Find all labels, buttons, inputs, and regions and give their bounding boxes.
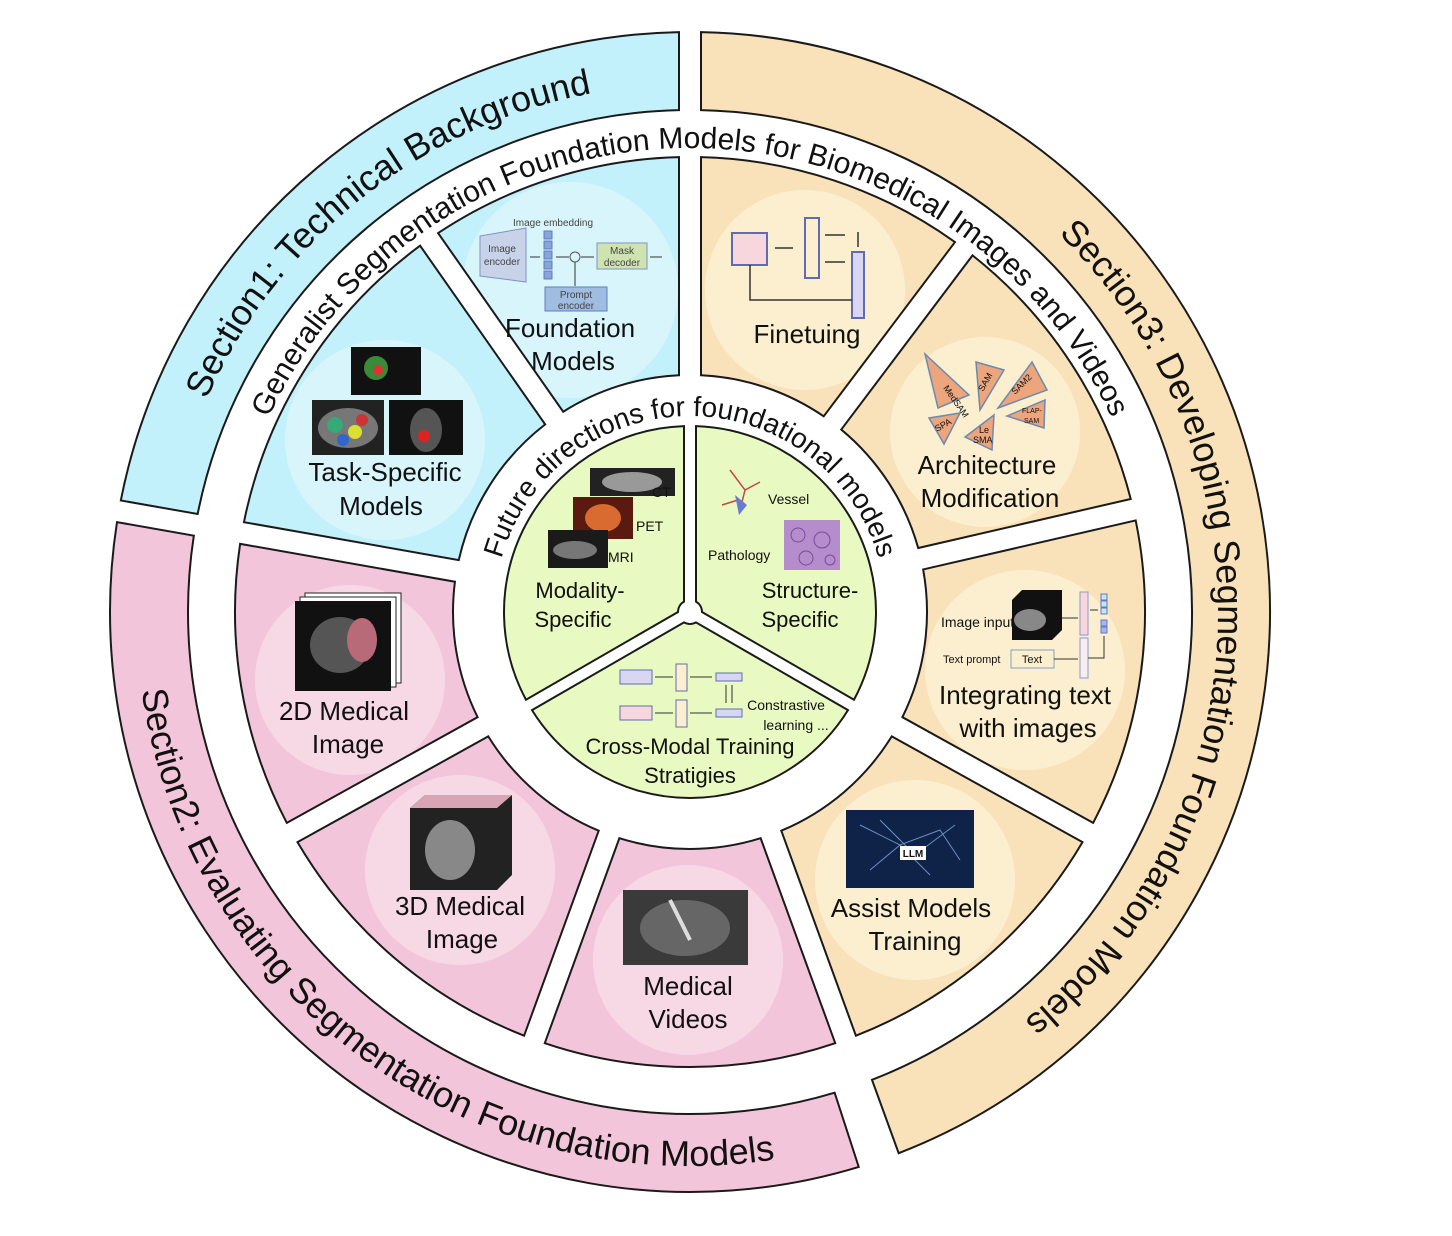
architecture-modification-wedge: MedSAM SAM SAM2 SPA Le SMA FLAP- SAM Arc… [918,351,1060,513]
2d-medical-image-label: 2D Medical [279,696,409,726]
structure-specific-label: Structure- [762,578,859,603]
highlight-circle [285,340,485,540]
assist-models-wedge: LLM Assist Models Training [831,810,991,956]
crossmodal-wedge-bg [530,621,850,799]
wedge-outline [780,735,1084,1037]
task-specific-models-wedge: Task-Specific Models [308,347,463,521]
cross-modal-wedge: Constrastive learning ... Cross-Modal Tr… [585,663,829,788]
3d-medical-image-label: 3D Medical [395,891,525,921]
svg-text:Image: Image [488,244,516,255]
svg-text:Modification: Modification [921,483,1060,513]
svg-text:with images: with images [958,713,1096,743]
svg-text:Text prompt: Text prompt [943,654,1000,666]
svg-text:Training: Training [869,926,962,956]
image-encoder-shape [479,227,527,283]
wedge-outline [700,156,957,418]
wedge-outline [242,244,547,562]
svg-text:SMA: SMA [973,435,993,445]
integrating-text-label: Integrating text [939,680,1112,710]
integrating-text-wedge: Image input Text prompt Text Integrating… [939,590,1112,743]
svg-text:encoder: encoder [558,301,595,312]
foundation-models-wedge: Image embedding Image encoder Mask decod… [479,218,662,376]
finetuning-label: Finetuing [754,319,861,349]
modality-specific-wedge: CT PET MRI Modality- Specific [534,468,675,632]
prompt-encoder-shape [544,286,608,312]
finetuning-wedge: Finetuing [731,217,865,349]
svg-text:Le: Le [979,425,989,435]
svg-text:CT: CT [652,484,671,500]
task-specific-label-2: Models [339,491,423,521]
svg-text:Text: Text [1022,654,1042,666]
assist-models-label: Assist Models [831,893,991,923]
wedge-outline [436,156,680,414]
section2-band [109,520,861,1193]
svg-text:encoder: encoder [484,257,521,268]
wedge-outline [839,253,1132,550]
svg-text:Image: Image [312,729,384,759]
svg-text:Models: Models [531,346,615,376]
medical-videos-label: Medical [643,971,733,1001]
section3-band [700,31,1271,1155]
svg-text:Specific: Specific [761,607,838,632]
svg-text:PET: PET [636,518,664,534]
section1-band [119,31,680,516]
2d-medical-image-wedge: 2D Medical Image [279,592,409,759]
svg-text:Videos: Videos [648,1004,727,1034]
svg-text:Image embedding: Image embedding [513,218,593,229]
svg-text:Vessel: Vessel [768,491,809,507]
svg-text:Pathology: Pathology [708,547,770,563]
svg-text:Mask: Mask [610,246,635,257]
svg-text:FLAP-: FLAP- [1022,408,1043,415]
mask-decoder-shape [596,242,648,270]
wedge-outline [296,735,600,1037]
wedge-outline [543,836,837,1068]
svg-text:SAM: SAM [1024,418,1039,425]
3d-medical-image-wedge: 3D Medical Image [395,795,525,954]
svg-text:decoder: decoder [604,258,641,269]
svg-text:Image: Image [426,924,498,954]
wedge-outline [234,542,479,825]
svg-text:Stratigies: Stratigies [644,763,736,788]
svg-text:Prompt: Prompt [560,290,592,301]
cross-modal-label: Cross-Modal Training [585,734,794,759]
medical-videos-wedge: Medical Videos [623,890,748,1034]
svg-text:Constrastive: Constrastive [747,697,825,713]
modality-specific-label: Modality- [535,578,624,603]
highlight-circle [925,570,1125,770]
svg-text:MRI: MRI [608,549,634,565]
architecture-label: Architecture [918,450,1057,480]
structure-specific-wedge: Vessel Pathology Structure- Specific [708,469,859,632]
svg-text:Image input: Image input [941,614,1014,630]
svg-text:learning ...: learning ... [763,717,828,733]
wedge-outline [901,519,1146,825]
svg-text:Specific: Specific [534,607,611,632]
task-specific-label: Task-Specific [308,457,461,487]
svg-text:LLM: LLM [903,849,924,860]
foundation-models-label: Foundation [505,313,635,343]
